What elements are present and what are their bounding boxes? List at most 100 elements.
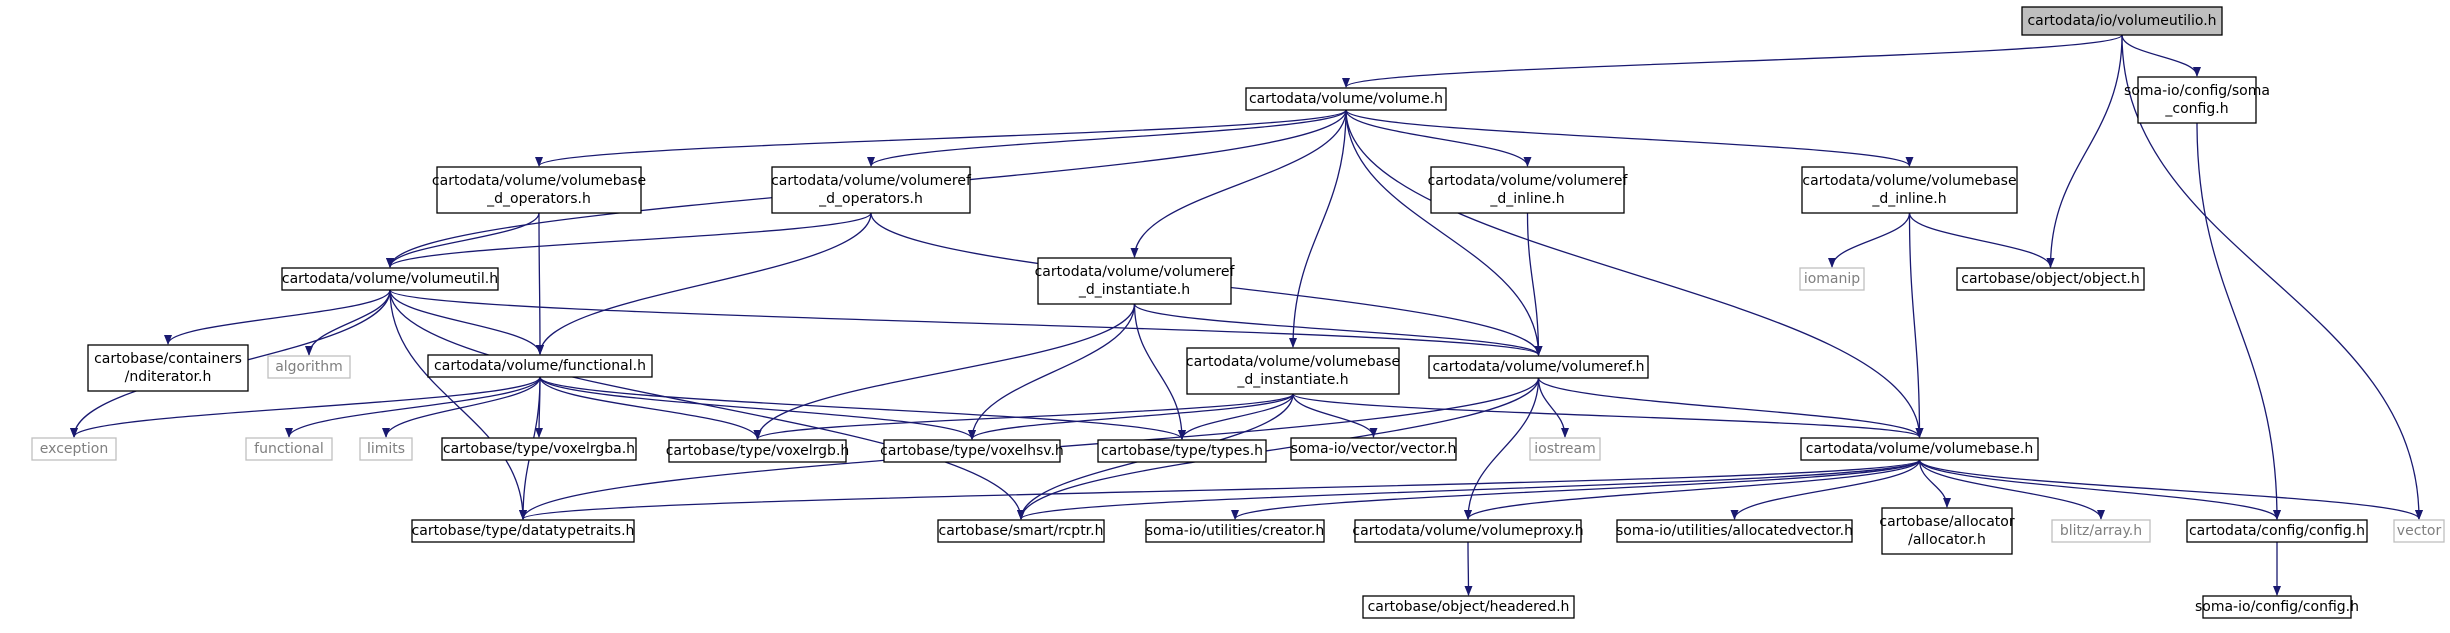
node-label: cartodata/config/config.h (2189, 523, 2365, 539)
node-iomanip[interactable]: iomanip (1799, 267, 1865, 291)
node-functional[interactable]: functional (245, 437, 333, 461)
node-root[interactable]: cartodata/io/volumeutilio.h (2021, 6, 2223, 36)
node-limits[interactable]: limits (359, 437, 413, 461)
node-box (1428, 355, 1649, 379)
edge-vb_inst-to-voxelrgb (753, 393, 1294, 440)
node-somacfg2[interactable]: soma-io/config/config.h (2195, 595, 2359, 619)
node-label: cartodata/io/volumeutilio.h (2027, 13, 2216, 29)
edge-vb_ops-to-functional_h (535, 212, 544, 355)
node-box (2051, 519, 2151, 543)
node-box (31, 437, 117, 461)
node-config[interactable]: cartodata/config/config.h (2186, 519, 2368, 543)
edge-functional_h-to-exception (70, 376, 541, 438)
node-blitz[interactable]: blitz/array.h (2051, 519, 2151, 543)
node-label: cartodata/volume/volumeref (1035, 264, 1236, 280)
node-box (2021, 6, 2223, 36)
node-label: cartobase/object/object.h (1961, 271, 2140, 287)
node-somacfg[interactable]: soma-io/config/soma _config.h (2124, 76, 2270, 124)
node-label: cartobase/containers (94, 351, 242, 367)
node-allocator[interactable]: cartobase/allocator/allocator.h (1879, 507, 2015, 555)
node-label: cartobase/type/voxelhsv.h (880, 443, 1064, 459)
node-label: /nditerator.h (125, 369, 212, 385)
node-label: limits (367, 441, 405, 457)
node-box (2186, 519, 2368, 543)
node-creator[interactable]: soma-io/utilities/creator.h (1145, 519, 1325, 543)
edge-volume-to-vb_inst (1289, 109, 1347, 348)
node-iostream[interactable]: iostream (1529, 437, 1601, 461)
edge-volumeutil-to-volumeref (389, 289, 1543, 356)
node-label: _config.h (2164, 101, 2228, 117)
node-volume[interactable]: cartodata/volume/volume.h (1245, 87, 1447, 111)
edge-vr_inline-to-volumeref (1526, 212, 1543, 356)
node-vector[interactable]: vector (2393, 519, 2445, 543)
node-functional_h[interactable]: cartodata/volume/functional.h (427, 354, 653, 378)
node-label: cartobase/allocator (1879, 514, 2014, 530)
edge-vb_inline-to-iomanip (1828, 212, 1911, 268)
edge-vb_inst-to-types (1178, 393, 1294, 440)
node-datatypetraits[interactable]: cartobase/type/datatypetraits.h (411, 519, 635, 543)
node-allocvec[interactable]: soma-io/utilities/allocatedvector.h (1616, 519, 1853, 543)
node-label: functional (254, 441, 324, 457)
node-volumeref[interactable]: cartodata/volume/volumeref.h (1428, 355, 1649, 379)
node-box (1881, 507, 2013, 555)
edge-volumebase-to-config (1918, 459, 2281, 520)
edge-volumeproxy-to-headered (1464, 541, 1473, 596)
node-label: soma-io/config/soma (2124, 83, 2270, 99)
node-voxelrgba[interactable]: cartobase/type/voxelrgba.h (441, 437, 637, 461)
node-label: /allocator.h (1908, 532, 1986, 548)
edge-volumebase-to-datatypetraits (519, 459, 1921, 520)
edge-functional_h-to-types (539, 376, 1186, 440)
node-types[interactable]: cartobase/type/types.h (1097, 439, 1267, 463)
node-volumeproxy[interactable]: cartodata/volume/volumeproxy.h (1352, 519, 1584, 543)
node-label: cartodata/volume/volume.h (1249, 91, 1443, 107)
node-ndit[interactable]: cartobase/containers/nditerator.h (87, 344, 249, 392)
node-rcptr[interactable]: cartobase/smart/rcptr.h (937, 519, 1105, 543)
edge-volumeref-to-volumebase (1537, 377, 1924, 438)
node-box (1037, 257, 1232, 305)
edge-vr_ops-to-volumeutil (386, 212, 872, 268)
node-label: _d_inline.h (1489, 191, 1564, 207)
node-vr_inst[interactable]: cartodata/volume/volumeref_d_instantiate… (1035, 257, 1236, 305)
node-label: cartobase/object/headered.h (1368, 599, 1570, 615)
edge-volumebase-to-rcptr (1017, 459, 1921, 520)
node-label: cartodata/volume/volumeproxy.h (1352, 523, 1583, 539)
node-label: cartodata/volume/volumeref.h (1432, 359, 1644, 375)
node-vb_ops[interactable]: cartodata/volume/volumebase_d_operators.… (432, 166, 646, 214)
node-voxelrgb[interactable]: cartobase/type/voxelrgb.h (666, 439, 850, 463)
node-box (1145, 519, 1325, 543)
node-box (1616, 519, 1853, 543)
node-headered[interactable]: cartobase/object/headered.h (1362, 595, 1575, 619)
node-box (1801, 166, 2018, 214)
edge-volumeref-to-iostream (1537, 377, 1569, 438)
node-volumeutil[interactable]: cartodata/volume/volumeutil.h (281, 267, 499, 291)
node-box (1245, 87, 1447, 111)
node-label: cartodata/volume/volumebase (1802, 173, 2016, 189)
edge-volumeref-to-volumeproxy (1464, 377, 1540, 520)
node-vb_inline[interactable]: cartodata/volume/volumebase_d_inline.h (1801, 166, 2018, 214)
edge-vb_inline-to-volumebase (1908, 212, 1924, 438)
node-box (1430, 166, 1625, 214)
node-voxelhsv[interactable]: cartobase/type/voxelhsv.h (880, 439, 1064, 463)
node-label: cartodata/volume/volumebase.h (1806, 441, 2033, 457)
edge-root-to-object (2046, 34, 2123, 268)
edge-volumeutil-to-algorithm (305, 289, 391, 356)
node-exception[interactable]: exception (31, 437, 117, 461)
node-box (2393, 519, 2445, 543)
node-box (1529, 437, 1601, 461)
node-vr_inline[interactable]: cartodata/volume/volumeref_d_inline.h (1428, 166, 1629, 214)
node-vector_h[interactable]: soma-io/vector/vector.h (1290, 437, 1457, 461)
node-box (668, 439, 847, 463)
node-algorithm[interactable]: algorithm (267, 355, 351, 379)
node-vr_ops[interactable]: cartodata/volume/volumeref_d_operators.h (771, 166, 972, 214)
edge-volumebase-to-vector (1918, 459, 2423, 520)
node-box (1186, 347, 1400, 395)
node-volumebase[interactable]: cartodata/volume/volumebase.h (1800, 437, 2039, 461)
edge-vb_inst-to-volumebase (1292, 393, 1924, 438)
node-vb_inst[interactable]: cartodata/volume/volumebase_d_instantiat… (1186, 347, 1400, 395)
node-object[interactable]: cartobase/object/object.h (1956, 267, 2145, 291)
edge-vr_inst-to-volumeref (1133, 303, 1543, 356)
node-box (441, 437, 637, 461)
edge-volumebase-to-creator (1231, 459, 1921, 520)
node-label: soma-io/utilities/creator.h (1146, 523, 1325, 539)
node-box (1362, 595, 1575, 619)
